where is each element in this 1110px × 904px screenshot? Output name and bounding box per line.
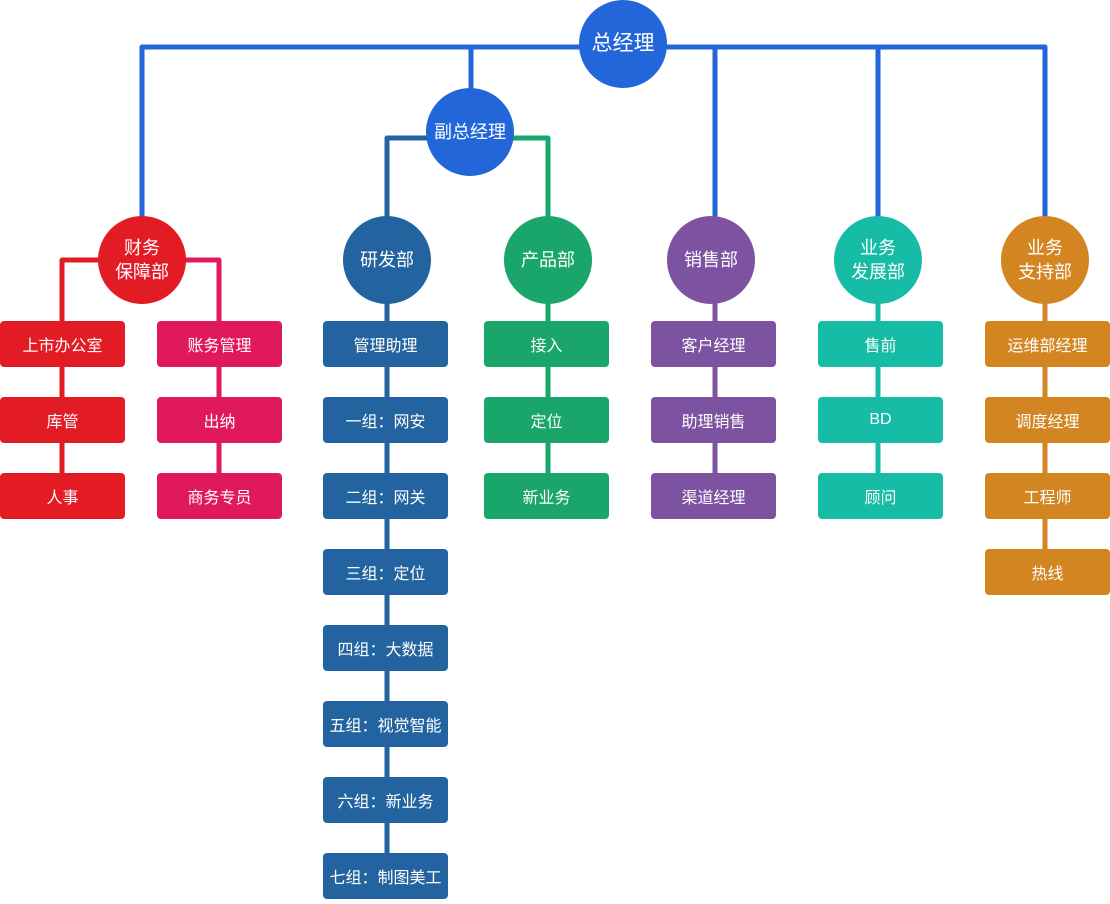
vice-to-product-line [509,135,551,219]
product-item-access: 接入 [484,321,609,367]
bizdev-item-presales: 售前 [818,321,943,367]
rd-item-group-4: 四组：大数据 [323,625,448,671]
rd-item-group-3: 三组：定位 [323,549,448,595]
dept-product-node: 产品部 [504,216,592,304]
sales-item-assistant-sales: 助理销售 [651,397,776,443]
rd-item-group-2: 二组：网关 [323,473,448,519]
finance-left-line [59,257,101,499]
finance-right-line [183,257,222,499]
vice-ceo-node: 副总经理 [426,88,514,176]
sales-item-channel-manager: 渠道经理 [651,473,776,519]
finance-item-warehouse: 库管 [0,397,125,443]
finance-item-hr: 人事 [0,473,125,519]
rd-item-group-6: 六组：新业务 [323,777,448,823]
dept-finance-node: 财务 保障部 [98,216,186,304]
finance-item-accounting: 账务管理 [157,321,282,367]
dept-bizdev-node: 业务 发展部 [834,216,922,304]
bizdev-item-bd: BD [818,397,943,443]
finance-item-business-specialist: 商务专员 [157,473,282,519]
ceo-node: 总经理 [579,0,667,88]
vice-to-rd-line [384,135,431,219]
product-item-new-business: 新业务 [484,473,609,519]
product-item-positioning: 定位 [484,397,609,443]
finance-item-listing-office: 上市办公室 [0,321,125,367]
rd-item-group-7: 七组：制图美工 [323,853,448,899]
dept-support-node: 业务 支持部 [1001,216,1089,304]
support-item-ops-manager: 运维部经理 [985,321,1110,367]
support-item-hotline: 热线 [985,549,1110,595]
support-item-engineer: 工程师 [985,473,1110,519]
support-item-dispatch-manager: 调度经理 [985,397,1110,443]
dept-rd-node: 研发部 [343,216,431,304]
bizdev-item-consultant: 顾问 [818,473,943,519]
rd-item-group-1: 一组：网安 [323,397,448,443]
rd-item-assistant: 管理助理 [323,321,448,367]
sales-item-account-manager: 客户经理 [651,321,776,367]
dept-sales-node: 销售部 [667,216,755,304]
finance-item-cashier: 出纳 [157,397,282,443]
rd-item-group-5: 五组：视觉智能 [323,701,448,747]
